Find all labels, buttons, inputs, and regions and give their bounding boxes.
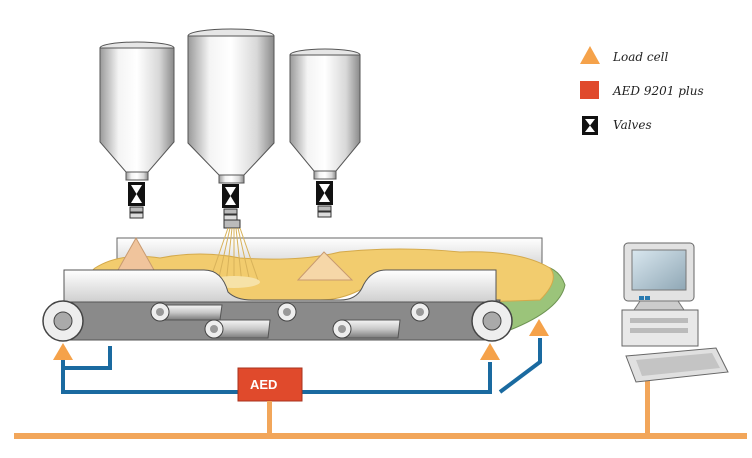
aed-box-label: AED xyxy=(250,377,277,392)
valve-icon xyxy=(128,182,145,219)
bus-drop-computer xyxy=(645,380,650,434)
legend-item-load-cell: Load cell xyxy=(580,46,669,64)
valve-icon xyxy=(316,181,333,218)
legend-valves-label: Valves xyxy=(613,118,652,132)
aed-module: AED xyxy=(237,367,303,402)
conveyor-rollers xyxy=(150,302,430,339)
end-drum-right xyxy=(471,300,513,342)
signal-wires xyxy=(61,338,542,394)
silo-middle xyxy=(187,28,275,184)
legend-item-valves: Valves xyxy=(582,116,652,135)
aed-module-icon xyxy=(580,81,599,99)
load-cell-icon xyxy=(529,319,549,336)
keyboard-icon xyxy=(625,347,729,383)
legend-item-aed: AED 9201 plus xyxy=(580,81,704,99)
valve-icon xyxy=(222,184,239,221)
field-bus xyxy=(14,433,747,439)
load-cell-icon xyxy=(480,343,500,360)
load-cell-icon xyxy=(53,343,73,360)
end-drum-left xyxy=(42,300,84,342)
legend-load-cell-label: Load cell xyxy=(612,50,669,64)
computer-icon xyxy=(621,242,699,347)
bus-drop-aed xyxy=(267,401,272,434)
conveyor-front-plate xyxy=(63,269,497,303)
legend-aed-label: AED 9201 plus xyxy=(612,84,704,98)
material-heap-right xyxy=(296,251,354,281)
silo-left xyxy=(99,41,175,181)
valve-icon xyxy=(582,116,598,135)
legend: Load cell AED 9201 plus Valves xyxy=(580,46,704,135)
silo-right xyxy=(289,48,361,180)
load-cell-icon xyxy=(580,46,600,64)
